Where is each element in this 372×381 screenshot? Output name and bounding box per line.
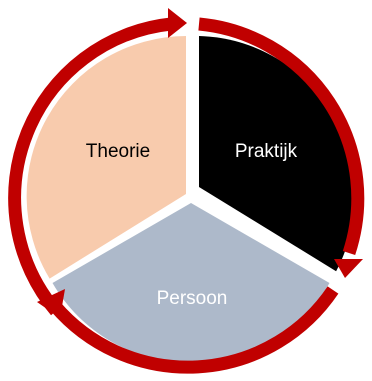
segment-label-theorie: Theorie xyxy=(86,141,150,162)
segment-theorie xyxy=(26,36,186,279)
arrow-arc-persoon xyxy=(50,286,339,374)
segment-persoon xyxy=(52,203,330,363)
segment-label-praktijk: Praktijk xyxy=(235,141,298,162)
arrowhead-top-icon xyxy=(168,8,187,38)
arrow-arc-theorie xyxy=(8,17,172,316)
arrow-arc-praktijk xyxy=(198,17,365,256)
segment-label-persoon: Persoon xyxy=(157,288,228,309)
arrowhead-left-icon xyxy=(37,289,65,318)
arrowhead-right-icon xyxy=(334,259,363,278)
